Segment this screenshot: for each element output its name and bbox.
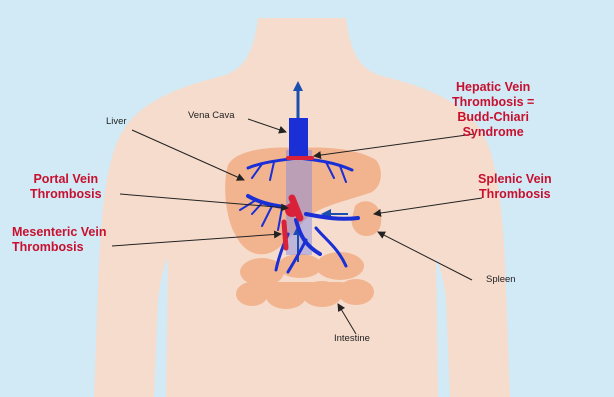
hepatic-line-1: Hepatic Vein [452,80,534,95]
portal-vein-thrombosis-label: Portal Vein Thrombosis [30,172,102,202]
vena-cava-label: Vena Cava [188,110,234,121]
hepatic-line-3: Budd-Chiari [452,110,534,125]
liver-label: Liver [106,116,127,127]
portal-clot [285,203,299,217]
hepatic-line-4: Syndrome [452,125,534,140]
intestine-label: Intestine [334,333,370,344]
splenic-line-2: Thrombosis [478,187,552,202]
portal-line-1: Portal Vein [30,172,102,187]
mesenteric-line-1: Mesenteric Vein [12,225,107,240]
mesenteric-vein-thrombosis-label: Mesenteric Vein Thrombosis [12,225,107,255]
vena-cava-vessel [289,118,308,158]
spleen-label: Spleen [486,274,516,285]
mesenteric-line-2: Thrombosis [12,240,107,255]
splenic-line-1: Splenic Vein [478,172,552,187]
splenic-vein-thrombosis-label: Splenic Vein Thrombosis [478,172,552,202]
hepatic-line-2: Thrombosis = [452,95,534,110]
hepatic-vein-thrombosis-label: Hepatic Vein Thrombosis = Budd-Chiari Sy… [452,80,534,140]
portal-line-2: Thrombosis [30,187,102,202]
